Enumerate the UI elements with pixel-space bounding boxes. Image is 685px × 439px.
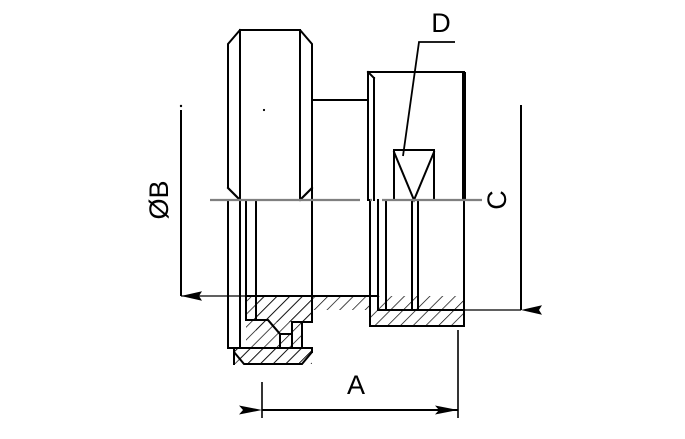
- hatch-left-upper: [256, 296, 312, 340]
- v-groove-vee: [392, 150, 436, 203]
- hex-chamfer-bl: [226, 186, 242, 202]
- section-hatching-group: [234, 296, 464, 364]
- callout-D-label: D: [431, 8, 451, 38]
- dimension-B-tick: [179, 104, 183, 108]
- hex-chamfer-br: [298, 186, 314, 202]
- hatch-bridge: [312, 296, 370, 310]
- construction-ticks: [262, 102, 466, 112]
- tick-hex-center: [262, 108, 266, 112]
- hex-head-upper-right: [239, 29, 313, 202]
- v-groove-box: [393, 149, 435, 201]
- bore-step-left: [245, 295, 257, 321]
- hex-head-upper-left: [227, 28, 242, 202]
- dimension-A-label: A: [347, 370, 365, 400]
- dimension-B-label: ØB: [144, 180, 174, 219]
- dimension-A: A: [239, 330, 459, 418]
- hatch-nut-base: [234, 348, 312, 364]
- callout-D: D: [402, 8, 455, 157]
- dimension-C: C: [464, 105, 542, 315]
- step-right: [301, 295, 313, 323]
- dimension-B: ØB: [144, 104, 300, 301]
- tick-barrel-edge: [462, 102, 466, 106]
- dimension-C-label: C: [482, 190, 512, 210]
- cone-slope: [266, 318, 282, 336]
- barrel-chamfer-tl: [366, 70, 376, 80]
- callout-D-leader: [402, 41, 455, 157]
